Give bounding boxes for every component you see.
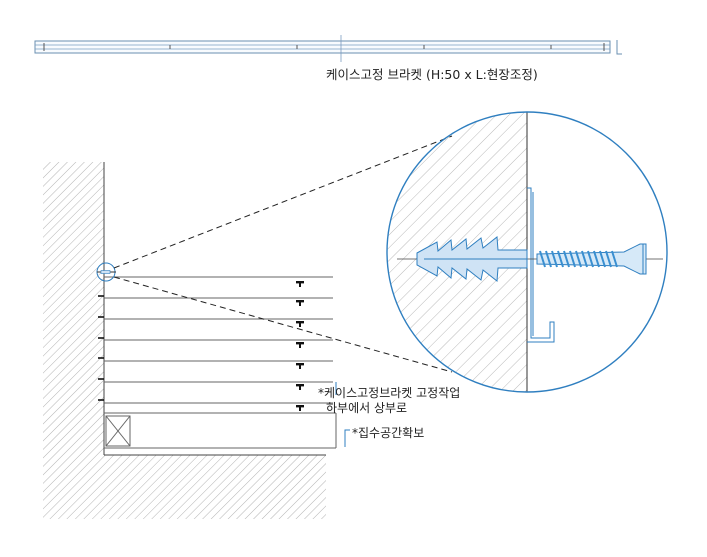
case-panels [104, 276, 337, 449]
wall-plug-anchor-icon [416, 236, 528, 282]
bracket-title-label: 케이스고정 브라켓 (H:50 x L:현장조정) [326, 67, 538, 82]
work-note-line1: *케이스고정브라켓 고정작업 [318, 386, 461, 400]
screw-marks [296, 281, 304, 411]
drain-space-note: *집수공간확보 [352, 426, 425, 440]
magnified-detail [386, 111, 668, 393]
work-note-line2: 하부에서 상부로 [326, 401, 408, 415]
projection-lines [113, 135, 453, 373]
bracket-clip-icon [527, 187, 555, 343]
drain-space-box [105, 415, 131, 447]
wood-screw-icon [536, 243, 647, 275]
wall-section [43, 162, 326, 519]
bracket-bar [34, 35, 622, 62]
bracket-clips-left [98, 295, 104, 401]
leader-lines [335, 382, 350, 447]
detail-marker [96, 262, 116, 282]
